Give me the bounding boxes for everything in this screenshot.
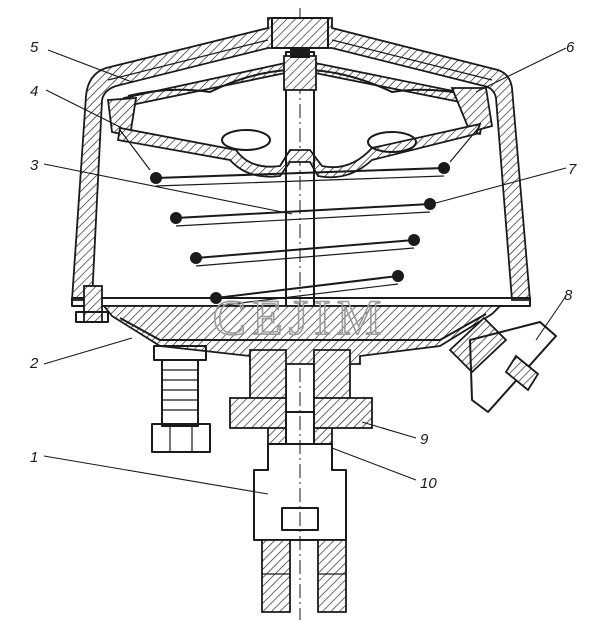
callout-10: 10 [420, 475, 437, 492]
leader-1 [43, 455, 269, 495]
lower-body [102, 305, 503, 365]
leader-3 [43, 163, 293, 215]
leader-5 [47, 49, 133, 83]
callout-8: 8 [564, 287, 573, 304]
leader-2 [43, 337, 133, 365]
air-inlet-fitting [448, 316, 557, 413]
leader-4 [45, 89, 123, 129]
mounting-bolt [151, 345, 211, 453]
callout-labels: 5 6 4 3 7 8 2 9 10 1 [29, 39, 577, 492]
callout-3: 3 [30, 157, 39, 174]
callout-9: 9 [420, 431, 429, 448]
leader-9 [361, 421, 417, 439]
pressure-plate [116, 122, 482, 179]
callout-4: 4 [30, 83, 38, 100]
leader-8 [535, 295, 567, 341]
leader-7 [431, 167, 567, 205]
watermark: CEJIM [213, 289, 387, 345]
callout-7: 7 [568, 161, 577, 178]
callout-5: 5 [30, 39, 39, 56]
leader-lines [43, 47, 567, 495]
clamp-flange [71, 285, 531, 323]
callout-2: 2 [29, 355, 39, 372]
leader-6 [475, 47, 567, 93]
callout-1: 1 [30, 449, 38, 466]
clevis-fork [253, 411, 347, 613]
return-spring [119, 125, 481, 347]
callout-6: 6 [566, 39, 575, 56]
leader-10 [331, 447, 417, 481]
lock-nut [229, 397, 373, 429]
